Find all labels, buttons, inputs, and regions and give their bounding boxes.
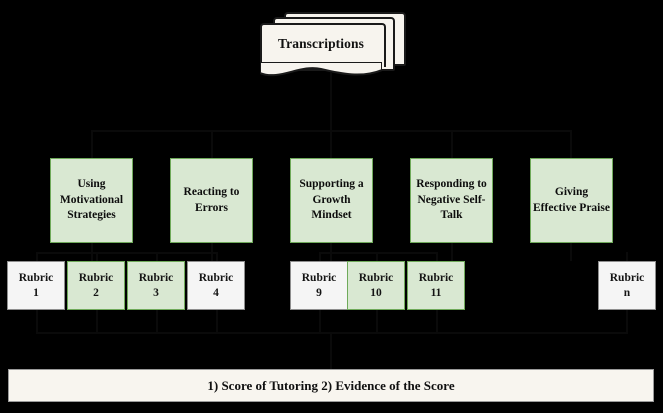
connector-rubric4-down bbox=[216, 310, 218, 332]
connector-rubric9-down bbox=[319, 310, 321, 332]
category-label: Giving Effective Praise bbox=[533, 185, 610, 214]
connector-output-vertical bbox=[330, 332, 332, 369]
category-box-using-motivational-strategies[interactable]: Using Motivational Strategies bbox=[50, 158, 133, 243]
connector-rubric2-down bbox=[96, 310, 98, 332]
connector-rubric1-down bbox=[36, 310, 38, 332]
connector-rubric-bus-left bbox=[36, 252, 218, 254]
transcriptions-label: Transcriptions bbox=[278, 36, 364, 51]
category-box-supporting-a-growth-mindset[interactable]: Supporting a Growth Mindset bbox=[290, 158, 373, 243]
connector-to-rubric-11 bbox=[436, 252, 438, 261]
output-banner-label: 1) Score of Tutoring 2) Evidence of the … bbox=[207, 377, 455, 393]
category-box-reacting-to-errors[interactable]: Reacting to Errors bbox=[170, 158, 253, 243]
connector-rubric3-down bbox=[156, 310, 158, 332]
category-label: Supporting a Growth Mindset bbox=[299, 178, 364, 222]
connector-output-bus bbox=[36, 332, 628, 334]
document-wavy-bottom-icon bbox=[260, 62, 382, 77]
connector-cat5-down bbox=[570, 243, 572, 261]
category-label: Using Motivational Strategies bbox=[59, 178, 124, 222]
connector-to-category-3 bbox=[330, 130, 332, 158]
category-label: Responding to Negative Self-Talk bbox=[416, 178, 487, 222]
connector-to-rubric-10 bbox=[376, 252, 378, 261]
output-banner: 1) Score of Tutoring 2) Evidence of the … bbox=[8, 369, 654, 402]
connector-rubricn-down bbox=[626, 310, 628, 332]
connector-to-rubric-2 bbox=[96, 252, 98, 261]
connector-to-category-2 bbox=[211, 130, 213, 158]
connector-rubric11-down bbox=[436, 310, 438, 332]
category-box-responding-to-negative-self-talk[interactable]: Responding to Negative Self-Talk bbox=[410, 158, 493, 243]
connector-to-category-5 bbox=[570, 130, 572, 158]
connector-to-rubric-4 bbox=[216, 252, 218, 261]
transcriptions-node[interactable]: Transcriptions bbox=[258, 12, 410, 77]
connector-to-rubric-1 bbox=[36, 252, 38, 261]
connector-cat4-down bbox=[451, 243, 453, 261]
connector-rubric10-down bbox=[376, 310, 378, 332]
connector-to-category-4 bbox=[451, 130, 453, 158]
connector-to-rubric-9 bbox=[319, 252, 321, 261]
category-label: Reacting to Errors bbox=[183, 185, 240, 214]
category-box-giving-effective-praise[interactable]: Giving Effective Praise bbox=[530, 158, 613, 243]
connector-to-rubric-3 bbox=[156, 252, 158, 261]
connector-to-category-1 bbox=[91, 130, 93, 158]
connector-to-rubric-n bbox=[626, 252, 628, 261]
connector-source-vertical bbox=[330, 72, 332, 130]
document-sheet-front bbox=[260, 23, 386, 67]
